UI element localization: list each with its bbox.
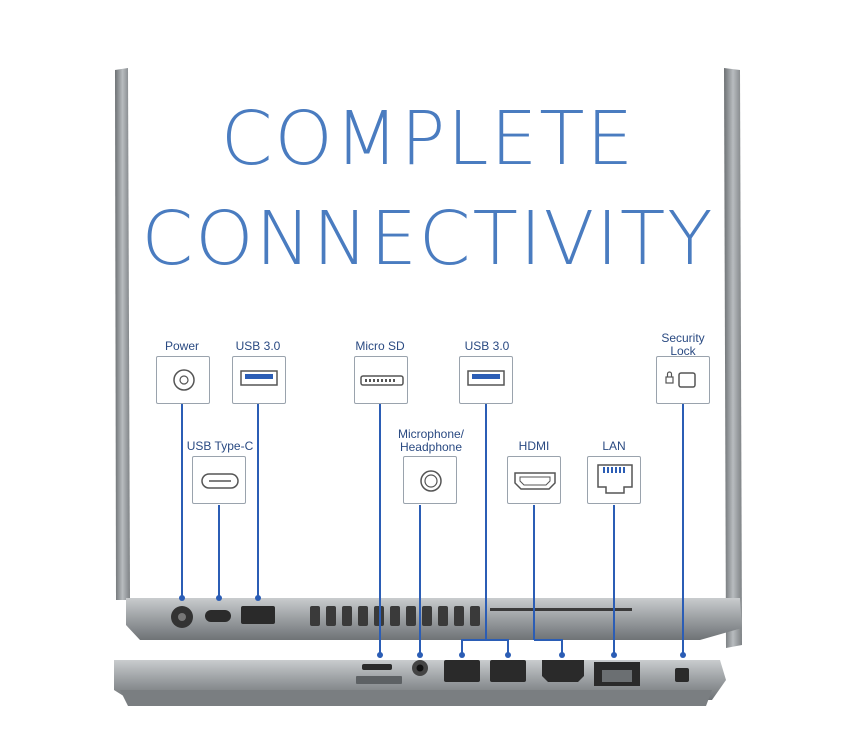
usb-c-port xyxy=(205,610,231,622)
power-icon xyxy=(156,356,210,404)
label-usb-3-0-left: USB 3.0 xyxy=(235,339,281,353)
usb-icon xyxy=(232,356,286,404)
label-microphone: Microphone/ xyxy=(397,427,465,441)
title-line-2: CONNECTIVITY xyxy=(141,196,715,282)
label-hdmi: HDMI xyxy=(518,439,550,453)
hdmi-port xyxy=(542,660,584,682)
label-lock: Lock xyxy=(670,344,696,358)
label-security: Security xyxy=(661,331,705,345)
ethernet-icon xyxy=(587,456,641,504)
lid-left-edge xyxy=(115,68,130,600)
microsd-icon xyxy=(354,356,408,404)
security-lock-slot xyxy=(675,668,689,682)
lid-right-edge xyxy=(724,68,742,648)
label-power: Power xyxy=(164,339,199,353)
usb-right-port-1 xyxy=(444,660,480,682)
label-security-lock: Security Lock xyxy=(648,332,718,358)
smartcard-slot xyxy=(490,608,632,611)
microsd-slot xyxy=(362,664,392,670)
audio-jack-icon xyxy=(403,456,457,504)
label-headphone: Headphone xyxy=(399,440,463,454)
usb-c-icon xyxy=(192,456,246,504)
vent-slots xyxy=(310,606,480,626)
hdmi-icon xyxy=(507,456,561,504)
title-line-1: COMPLETE xyxy=(220,96,636,182)
label-lan: LAN xyxy=(602,439,626,453)
label-micro-sd: Micro SD xyxy=(355,339,405,353)
label-microphone-headphone: Microphone/ Headphone xyxy=(386,428,476,454)
connector-dots xyxy=(179,595,686,658)
label-usb-3-0-right: USB 3.0 xyxy=(464,339,510,353)
base-bottom-edge xyxy=(120,690,712,706)
label-usb-type-c: USB Type-C xyxy=(186,439,254,453)
usb-left-port xyxy=(241,606,275,624)
lock-icon xyxy=(656,356,710,404)
usb-right-port-2 xyxy=(490,660,526,682)
connector-lines xyxy=(181,404,684,655)
usb-icon xyxy=(459,356,513,404)
